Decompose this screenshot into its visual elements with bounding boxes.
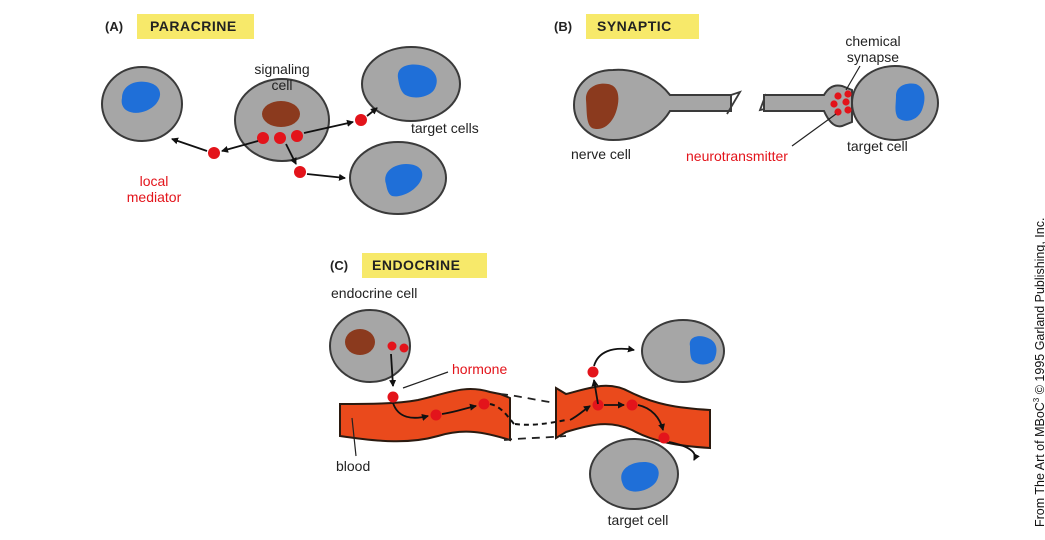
nerve-cell-nucleus (585, 83, 619, 130)
arrow-mediator-to-left-cell (171, 137, 208, 152)
copyright-credit: From The Art of MBoC3 © 1995 Garland Pub… (1032, 218, 1045, 527)
arrow-mediator-to-top-cell (366, 107, 378, 117)
panel-synaptic: (B) SYNAPTIC chemical synapse nerve cell… (554, 14, 939, 164)
chemical-synapse-label: chemical (845, 33, 900, 49)
hormone-flow-arrow (489, 403, 515, 425)
hormone-to-bottom-cell-arrow (668, 441, 700, 461)
hormone-flow-arrow (637, 404, 665, 431)
local-mediator-molecule (257, 132, 269, 144)
target-cells-label: target cells (411, 120, 479, 136)
released-mediator-molecule (355, 114, 367, 126)
released-mediator-molecule (294, 166, 306, 178)
hormone-molecule (587, 366, 599, 378)
blood-label: blood (336, 458, 370, 474)
endocrine-target-nucleus-top (689, 336, 717, 365)
hormone-molecule (478, 398, 490, 410)
hormone-pointer (402, 371, 449, 389)
local-mediator-label: mediator (127, 189, 182, 205)
endocrine-target-cell-top (641, 319, 725, 383)
synaptic-panel-letter: (B) (554, 19, 572, 34)
synaptic-panel-title: SYNAPTIC (597, 18, 672, 34)
local-mediator-molecule (291, 130, 303, 142)
panel-paracrine: (A) PARACRINE signaling cell target cell… (101, 14, 479, 215)
neurotransmitter-pointer (791, 113, 837, 147)
hormone-flow-arrow (514, 419, 567, 426)
signaling-cell-label: signaling (254, 61, 309, 77)
arrow-to-right-mediator (303, 119, 354, 134)
neurotransmitter-molecule (834, 108, 842, 116)
blood-vessel-left (339, 388, 511, 443)
nerve-cell-label: nerve cell (571, 146, 631, 162)
hormone-secretion-arrow (389, 353, 397, 387)
hormone-molecule (592, 399, 604, 411)
hormone-label: hormone (452, 361, 507, 377)
credit-superscript: 3 (1032, 397, 1041, 403)
endocrine-target-nucleus-bottom (621, 462, 659, 492)
hormone-molecule (658, 432, 670, 444)
endocrine-panel-letter: (C) (330, 258, 348, 273)
target-nucleus-left (121, 81, 161, 113)
neurotransmitter-molecule (844, 106, 852, 114)
hormone-exit-arrow (591, 379, 599, 405)
paracrine-panel-letter: (A) (105, 19, 123, 34)
hormone-flow-arrow (441, 403, 477, 415)
endocrine-cell-label: endocrine cell (331, 285, 417, 301)
synapse-pointer (845, 65, 861, 91)
blood-pointer (351, 417, 357, 457)
paracrine-title-highlight (137, 14, 254, 39)
hormone-molecule (430, 409, 442, 421)
panel-endocrine: (C) ENDOCRINE endocrine cell (329, 253, 725, 528)
axon-break (726, 90, 742, 115)
neurotransmitter-molecule (830, 100, 838, 108)
signaling-cell-nucleus (262, 101, 300, 127)
hormone-molecule (387, 391, 399, 403)
hormone-molecule (626, 399, 638, 411)
hormone-to-top-cell-arrow (593, 345, 635, 367)
endocrine-target-cell-label: target cell (608, 512, 669, 528)
hormone-flow-arrow (392, 402, 429, 421)
arrow-mediator-to-bottom-cell (306, 173, 346, 181)
arrow-to-left-mediator (221, 140, 259, 153)
synaptic-target-nucleus (895, 83, 925, 121)
credit-suffix: © 1995 Garland Publishing, Inc. (1033, 217, 1045, 395)
synaptic-target-cell (851, 65, 939, 141)
target-nucleus-top-right (397, 64, 437, 98)
credit-prefix: From The Art of MBoC (1033, 402, 1045, 527)
endocrine-title-highlight (362, 253, 487, 278)
hormone-molecule (387, 341, 397, 351)
hormone-molecule (399, 343, 409, 353)
signaling-cell-label: cell (271, 77, 292, 93)
axon-terminal (763, 84, 853, 128)
paracrine-panel-title: PARACRINE (150, 18, 237, 34)
chemical-synapse-label: synapse (847, 49, 899, 65)
arrow-to-bottom-mediator (285, 143, 297, 165)
local-mediator-molecule (274, 132, 286, 144)
endocrine-panel-title: ENDOCRINE (372, 257, 461, 273)
endocrine-cell-nucleus (345, 329, 375, 355)
neurotransmitter-molecule (842, 98, 850, 106)
neurotransmitter-label: neurotransmitter (686, 148, 788, 164)
synaptic-target-cell-label: target cell (847, 138, 908, 154)
neurotransmitter-molecule (834, 92, 842, 100)
local-mediator-label: local (140, 173, 169, 189)
neurotransmitter-molecule (844, 90, 852, 98)
synaptic-title-highlight (586, 14, 699, 39)
hormone-flow-arrow (569, 405, 591, 421)
released-mediator-molecule (208, 147, 220, 159)
target-nucleus-bottom-right (385, 164, 423, 197)
